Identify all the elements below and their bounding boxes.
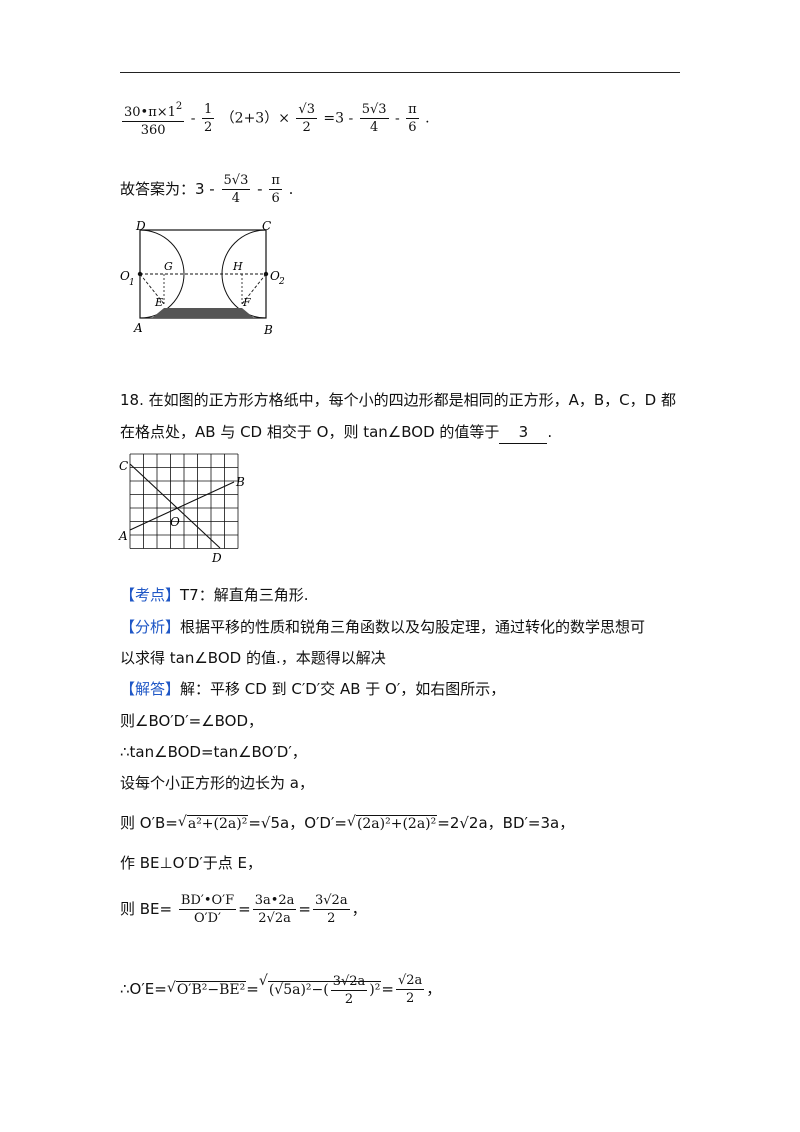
fraction-5root3-over-4: 5√3 4 [221,173,251,206]
label-o2: O [270,269,280,283]
fraction-pi-over-6: π 6 [406,102,419,135]
label-c: C [119,459,128,473]
label-g: G [164,260,173,273]
solution-line-7: ∴O′E=O′B²−BE²=(√5a)²−(3√2a2)²=√2a2， [120,971,441,1008]
label-d: D [211,551,222,565]
fraction-5root3-over-4: 5√3 4 [359,102,389,135]
answer-blank: 3 [499,421,548,444]
fraction-half: 1 2 [201,102,215,135]
label-d: D [135,219,146,233]
question-18-line-1: 18. 在如图的正方形方格纸中，每个小的四边形都是相同的正方形，A，B，C，D … [120,391,676,409]
kaodian-tag: 【考点】 [120,586,181,604]
label-b: B [235,475,245,489]
label-c: C [262,219,271,233]
jieda-line: 【解答】解：平移 CD 到 C′D′交 AB 于 O′，如右图所示， [120,680,506,698]
label-o1: O [120,269,130,283]
label-o2-sub: 2 [278,277,285,287]
header-rule [120,72,680,73]
fenxi-line-2: 以求得 tan∠BOD 的值.，本题得以解决 [120,649,386,667]
label-h: H [232,260,243,273]
dashed-o2-f [241,273,267,305]
solution-line-1: 则∠BO′D′=∠BOD， [120,712,264,730]
solution-line-2: ∴tan∠BOD=tan∠BO′D′， [120,743,307,761]
point-o1 [137,271,143,277]
sqrt-o-prime-e-expanded: (√5a)²−(3√2a2)² [259,971,382,1008]
segment-cd [129,463,221,549]
fenxi-tag: 【分析】 [120,618,181,636]
label-o: O [170,515,180,529]
figure-18-grid: C B O A D [118,453,245,565]
figure-17-rectangle-semicircles: D C O 1 O 2 G H E F A B [120,219,285,337]
sqrt-o-prime-d-prime: (2a)²+(2a)² [347,811,438,835]
solution-line-5: 作 BE⊥O′D′于点 E， [120,854,263,872]
solution-line-3: 设每个小正方形的边长为 a， [120,774,314,792]
grid-lines [129,453,239,549]
fenxi-line-1: 【分析】根据平移的性质和锐角三角函数以及勾股定理，通过转化的数学思想可 [120,618,646,636]
fraction-root3-over-2: √3 2 [296,102,317,135]
jieda-tag: 【解答】 [120,680,181,698]
kaodian-line: 【考点】T7：解直角三角形. [120,586,309,604]
fraction-sector-area: 30•π×12 360 [122,98,185,139]
label-e: E [154,296,163,309]
formula-line-1: 30•π×12 360 - 1 2 （2+3）× √3 2 =3 - 5√3 4… [120,98,430,139]
label-o1-sub: 1 [129,278,135,288]
sqrt-o-prime-b: a²+(2a)² [178,811,249,835]
label-a: A [133,321,143,335]
shaded-region [152,308,254,318]
segment-ab [129,481,235,531]
label-f: F [242,296,251,309]
point-o2 [263,271,269,277]
sqrt-o-prime-e: O′B²−BE² [167,978,247,1000]
solution-line-4: 则 O′B=a²+(2a)²=√5a，O′D′=(2a)²+(2a)²=2√2a… [120,811,574,835]
label-b: B [263,323,273,337]
dashed-o1-e [139,273,165,305]
label-a: A [118,529,128,543]
fraction-pi-over-6: π 6 [269,173,282,206]
answer-17-line: 故答案为：3 - 5√3 4 - π 6 . [120,173,294,206]
